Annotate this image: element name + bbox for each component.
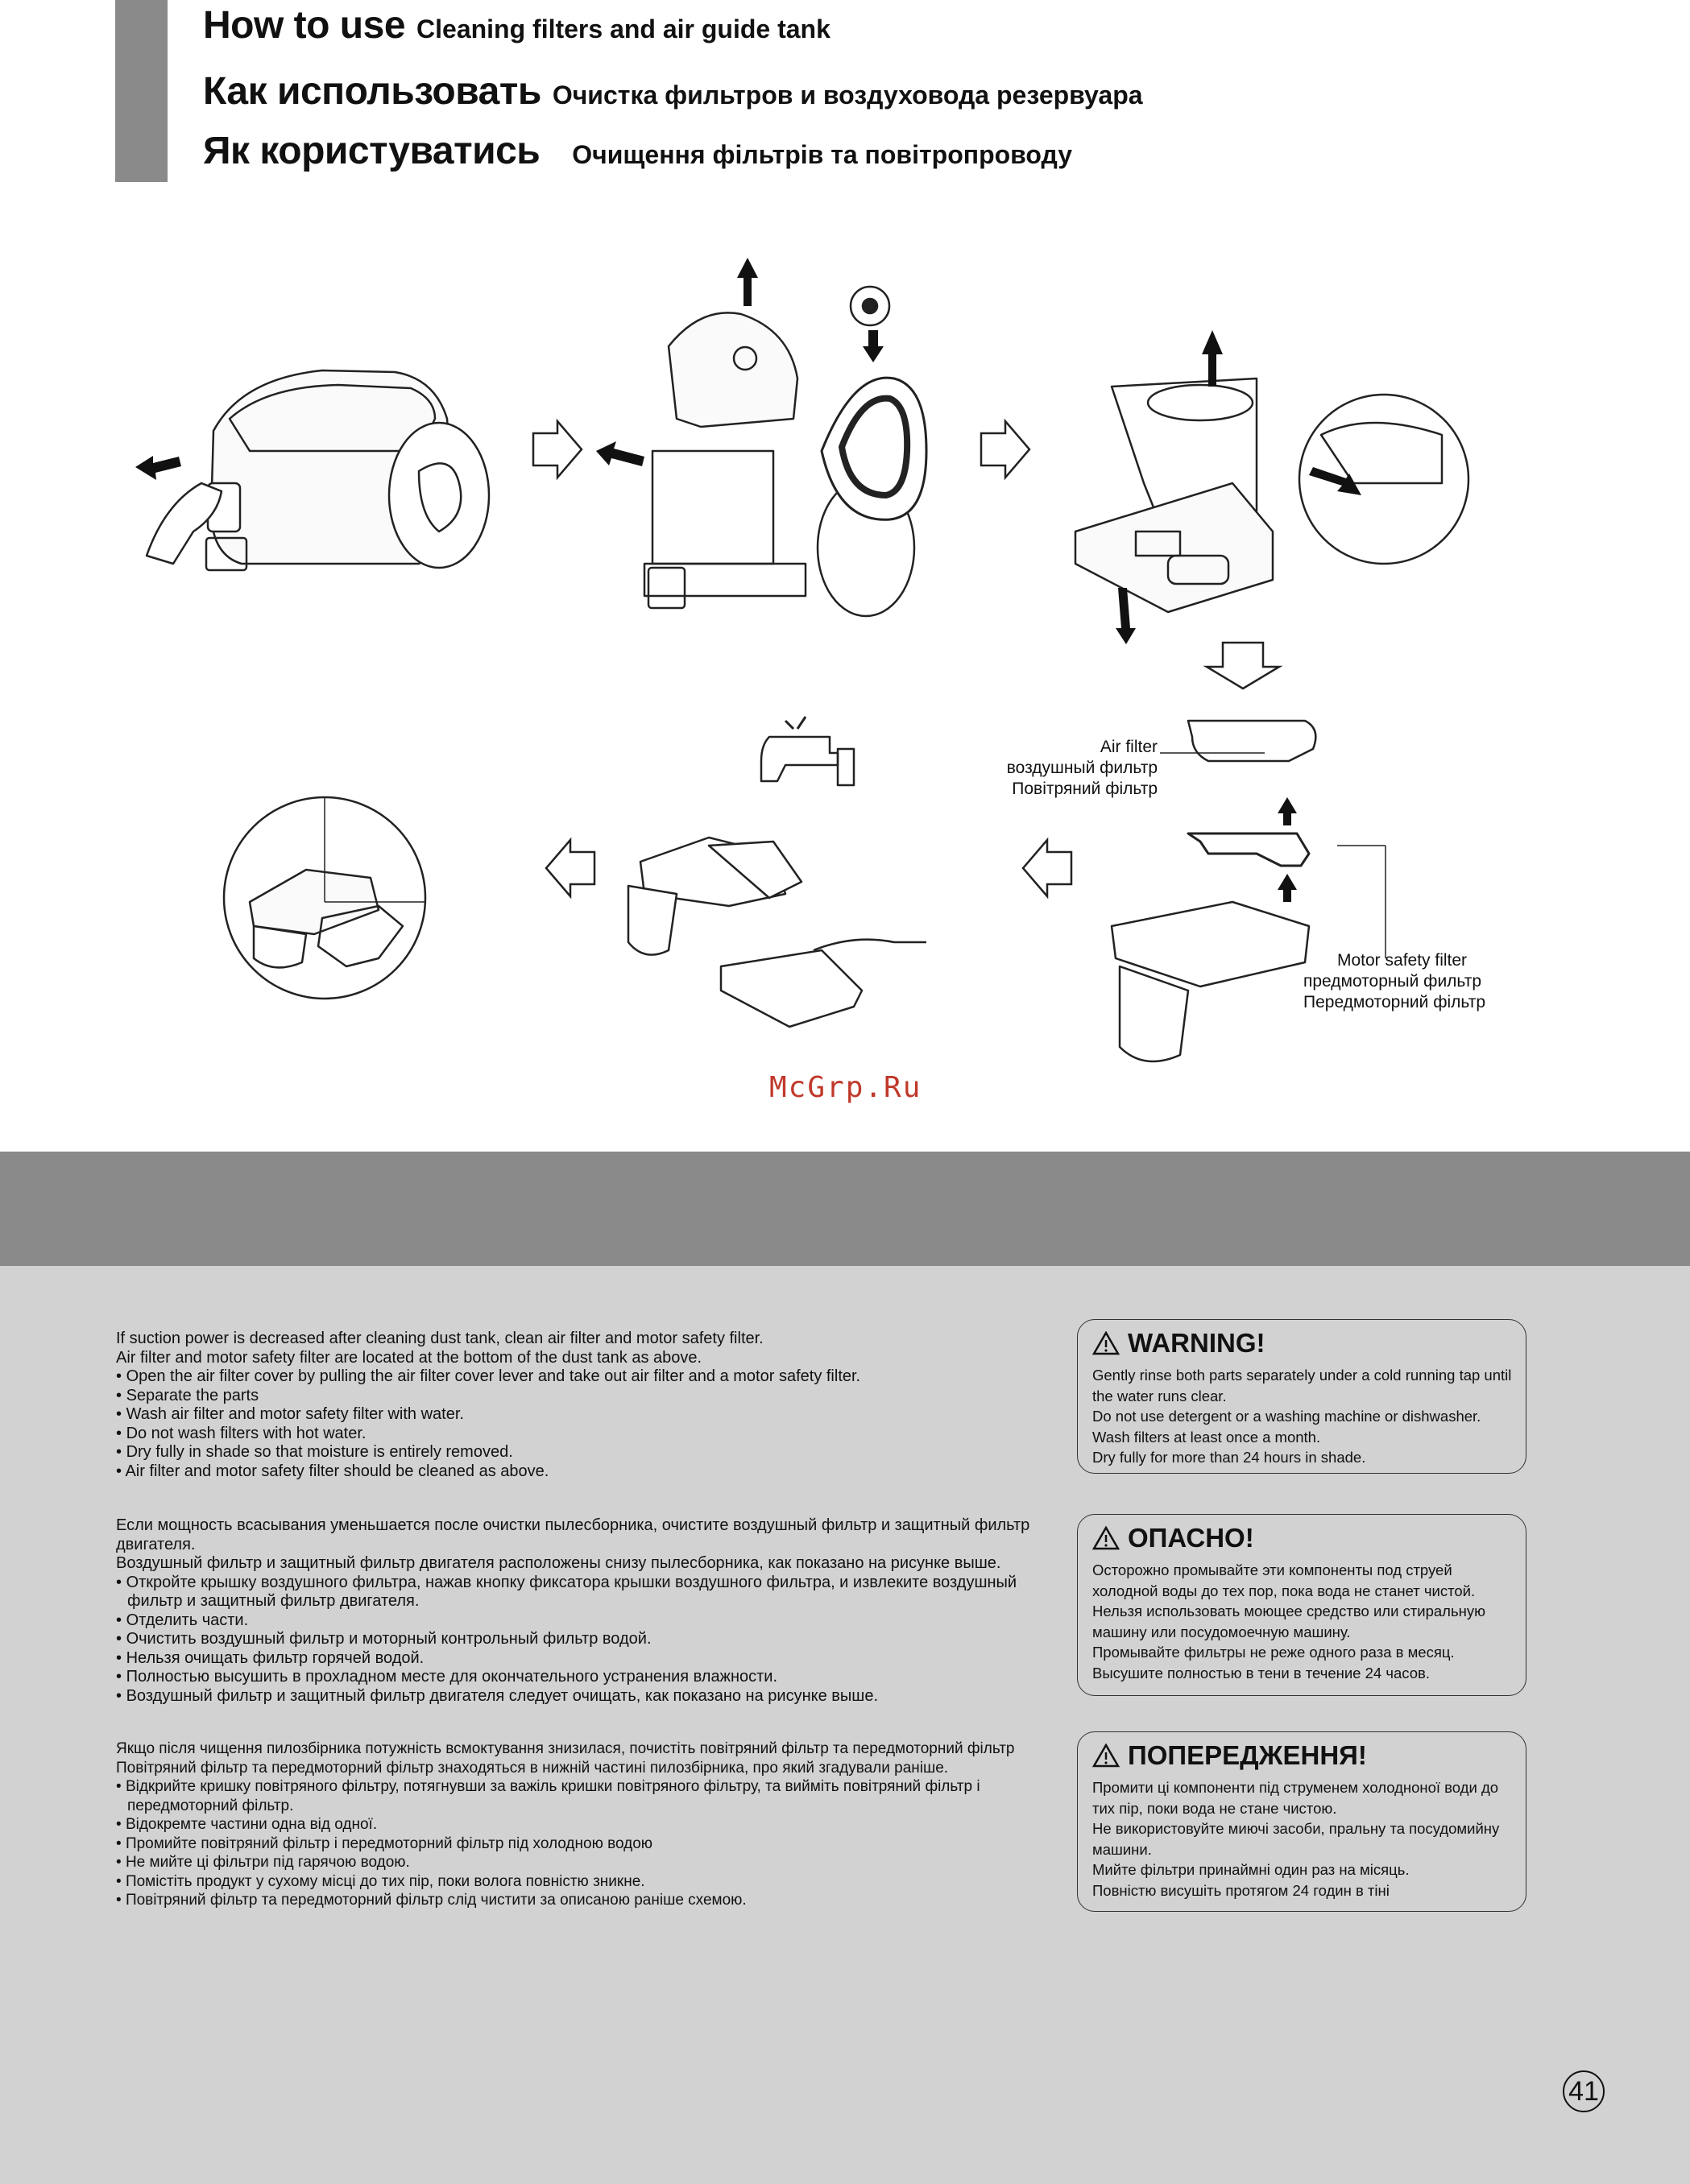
warning-line: Не використовуйте миючі засоби, пральну … <box>1092 1820 1500 1858</box>
warning-title-text: ПОПЕРЕДЖЕННЯ! <box>1128 1740 1367 1770</box>
warning-line: Wash filters at least once a month. <box>1092 1428 1321 1446</box>
title-subtitle: Очищення фільтрів та повітропроводу <box>572 140 1073 169</box>
step-item: Separate the parts <box>116 1387 1067 1406</box>
step-item: Не мийте ці фільтри під гарячою водою. <box>116 1853 1067 1872</box>
title-subtitle: Очистка фильтров и воздуховода резервуар… <box>552 81 1143 110</box>
label-line: Передмоторний фільтр <box>1303 993 1486 1011</box>
step-item: Air filter and motor safety filter shoul… <box>116 1462 1067 1482</box>
warning-body: Промити ці компоненти під струменем холо… <box>1092 1777 1513 1901</box>
step-item: Воздушный фильтр и защитный фильтр двига… <box>116 1687 1067 1706</box>
instructions-ukrainian: Якщо після чищення пилозбірника потужніс… <box>116 1739 1067 1910</box>
step-item: Do not wash filters with hot water. <box>116 1425 1067 1444</box>
instruction-illustration <box>135 258 1470 1063</box>
step-item: Отделить части. <box>116 1611 1067 1631</box>
step-item: Нельзя очищать фильтр горячей водой. <box>116 1649 1067 1669</box>
label-line: Air filter <box>1100 738 1158 756</box>
tank-removal-illustration <box>1074 377 1470 614</box>
warning-body: Gently rinse both parts separately under… <box>1092 1365 1513 1468</box>
header-accent-bar <box>115 0 168 182</box>
warning-line: Gently rinse both parts separately under… <box>1092 1367 1512 1404</box>
warning-title-text: WARNING! <box>1128 1328 1265 1358</box>
step-item: Відкрийте кришку повітряного фільтру, по… <box>116 1777 1067 1815</box>
instructions-english: If suction power is decreased after clea… <box>116 1330 1067 1481</box>
direction-arrows <box>135 258 1361 902</box>
step-item: Dry fully in shade so that moisture is e… <box>116 1443 1067 1462</box>
warning-title: WARNING! <box>1092 1328 1513 1359</box>
title-english: How to use Cleaning filters and air guide… <box>203 3 831 48</box>
step-item: Помістіть продукт у сухому місці до тих … <box>116 1872 1067 1892</box>
title-subtitle: Cleaning filters and air guide tank <box>416 14 831 43</box>
title-main: Как использовать <box>203 70 541 113</box>
filters-separated-illustration <box>1110 719 1386 1063</box>
step-item: Промийте повітряний фільтр і передмоторн… <box>116 1834 1067 1854</box>
intro-line: Воздушный фильтр и защитный фильтр двига… <box>116 1554 1001 1572</box>
air-filter-label: Air filter воздушный фильтр Повітряний ф… <box>972 737 1158 800</box>
warning-triangle-icon <box>1092 1743 1120 1768</box>
warning-line: Высушите полностью в тени в течение 24 ч… <box>1092 1664 1430 1681</box>
warning-triangle-icon <box>1092 1331 1120 1355</box>
step-item: Откройте крышку воздушного фильтра, нажа… <box>116 1574 1067 1611</box>
step-item: Wash air filter and motor safety filter … <box>116 1405 1067 1425</box>
intro-line: Air filter and motor safety filter are l… <box>116 1348 702 1367</box>
warning-title-text: ОПАСНО! <box>1128 1523 1254 1553</box>
step-item: Повітряний фільтр та передмоторний фільт… <box>116 1891 1067 1910</box>
warning-triangle-icon <box>1092 1526 1120 1550</box>
step-arrows <box>532 418 1283 900</box>
step-item: Open the air filter cover by pulling the… <box>116 1367 1067 1387</box>
warning-title: ОПАСНО! <box>1092 1523 1513 1553</box>
warning-line: Осторожно промывайте эти компоненты под … <box>1092 1561 1476 1599</box>
intro-line: Повітряний фільтр та передмоторний фільт… <box>116 1759 949 1777</box>
intro-line: Якщо після чищення пилозбірника потужніс… <box>116 1740 1015 1757</box>
warning-box-russian: ОПАСНО! Осторожно промывайте эти компоне… <box>1077 1514 1526 1696</box>
steps-list: Откройте крышку воздушного фильтра, нажа… <box>116 1574 1067 1706</box>
warning-body: Осторожно промывайте эти компоненты под … <box>1092 1560 1513 1683</box>
warning-line: Мийте фільтри принаймні один раз на міся… <box>1092 1861 1410 1878</box>
step-item: Очистить воздушный фильтр и моторный кон… <box>116 1630 1067 1649</box>
warning-line: Нельзя использовать моющее средство или … <box>1092 1603 1485 1640</box>
label-line: Motor safety filter <box>1337 951 1468 970</box>
title-main: Як користуватись <box>203 130 541 172</box>
warning-line: Промити ці компоненти під струменем холо… <box>1092 1779 1499 1817</box>
instructions-russian: Если мощность всасывания уменьшается пос… <box>116 1516 1067 1706</box>
warning-box-english: WARNING! Gently rinse both parts separat… <box>1077 1319 1526 1474</box>
steps-list: Open the air filter cover by pulling the… <box>116 1367 1067 1481</box>
intro-line: Если мощность всасывания уменьшается пос… <box>116 1516 1030 1553</box>
intro-line: If suction power is decreased after clea… <box>116 1330 764 1347</box>
watermark: McGrp.Ru <box>769 1071 922 1104</box>
warning-line: Dry fully for more than 24 hours in shad… <box>1092 1449 1366 1466</box>
reassembly-detail-illustration <box>222 796 427 1000</box>
warning-title: ПОПЕРЕДЖЕННЯ! <box>1092 1740 1513 1771</box>
warning-line: Промывайте фильтры не реже одного раза в… <box>1092 1644 1455 1661</box>
step-item: Полностью высушить в прохладном месте дл… <box>116 1668 1067 1687</box>
label-line: предмоторный фильтр <box>1303 972 1482 991</box>
warning-line: Do not use detergent or a washing machin… <box>1092 1408 1481 1425</box>
open-tank-illustration <box>643 285 928 618</box>
section-divider-band <box>0 1152 1690 1266</box>
label-line: Повітряний фільтр <box>1012 780 1158 798</box>
title-main: How to use <box>203 4 406 47</box>
step-item: Відокремте частини одна від одної. <box>116 1815 1067 1834</box>
washing-filters-illustration <box>627 716 926 1028</box>
warning-box-ukrainian: ПОПЕРЕДЖЕННЯ! Промити ці компоненти під … <box>1077 1731 1526 1912</box>
vacuum-cleaner-illustration <box>145 369 491 572</box>
label-line: воздушный фильтр <box>1006 759 1158 777</box>
warning-line: Повністю висушіть протягом 24 годин в ті… <box>1092 1881 1390 1899</box>
steps-list: Відкрийте кришку повітряного фільтру, по… <box>116 1777 1067 1910</box>
title-ukrainian: Як користуватись Очищення фільтрів та пов… <box>203 129 1072 173</box>
title-russian: Как использовать Очистка фильтров и возду… <box>203 69 1143 114</box>
motor-filter-label: Motor safety filter предмоторный фильтр … <box>1303 950 1485 1013</box>
page-number: 41 <box>1563 2070 1605 2112</box>
